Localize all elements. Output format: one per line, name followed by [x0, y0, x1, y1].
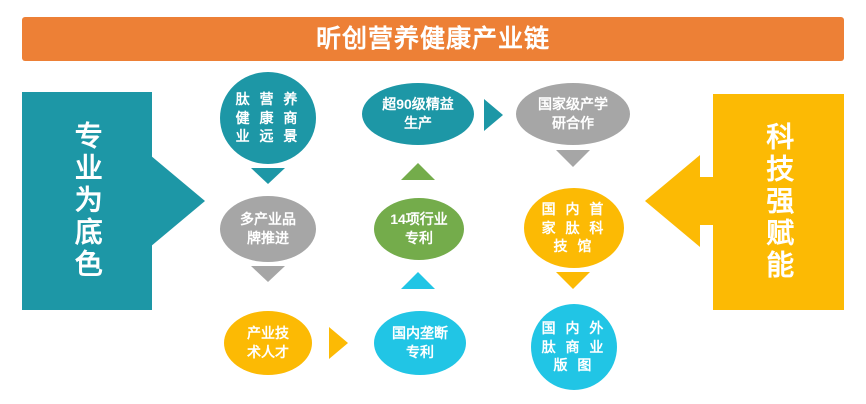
connector-arrow-right-n3-n6	[329, 327, 348, 359]
connector-arrow-up-n5-n4	[401, 163, 435, 180]
left-arrow-head-icon	[150, 155, 205, 247]
node-label: 14项行业 专利	[390, 211, 448, 246]
node-label: 产业技 术人才	[247, 325, 289, 360]
node-label: 国 内 首 家 肽 科 技 馆	[541, 200, 607, 255]
node-label: 国内垄断 专利	[392, 325, 448, 360]
connector-arrow-down-n1-n2	[251, 168, 285, 184]
page-title: 昕创营养健康产业链	[315, 24, 550, 53]
left-pillar-label: 专业为底色	[71, 121, 103, 281]
node-label: 国 内 外 肽 商 业 版 图	[541, 319, 607, 374]
connector-arrow-down-n7-n8	[556, 150, 590, 167]
right-arrow-head-icon	[645, 155, 700, 247]
node-peptide-nutrition-vision[interactable]: 肽 营 养 健 康 商 业 远 景	[220, 72, 316, 164]
page-title-bar: 昕创营养健康产业链	[22, 17, 844, 61]
node-label: 国家级产学 研合作	[538, 96, 608, 131]
left-pillar-body	[22, 92, 152, 310]
node-industry-talent[interactable]: 产业技 术人才	[224, 311, 312, 375]
left-pillar-panel: 专业为底色	[22, 92, 152, 310]
right-pillar-label: 科技强赋能	[763, 122, 795, 282]
right-arrow-stem	[700, 177, 724, 225]
node-lean-production[interactable]: 超90级精益 生产	[362, 83, 474, 145]
node-first-peptide-museum[interactable]: 国 内 首 家 肽 科 技 馆	[524, 188, 624, 268]
left-pillar-label-wrap: 专业为底色	[22, 121, 152, 281]
node-domestic-monopoly-patent[interactable]: 国内垄断 专利	[374, 311, 466, 375]
node-label: 多产业品 牌推进	[240, 211, 296, 246]
node-label: 超90级精益 生产	[382, 96, 454, 131]
connector-arrow-down-n8-n9	[556, 272, 590, 289]
node-global-peptide-map[interactable]: 国 内 外 肽 商 业 版 图	[531, 304, 617, 390]
right-pillar-body	[713, 94, 844, 310]
connector-arrow-down-n2-n3	[251, 266, 285, 282]
right-pillar-label-wrap: 科技强赋能	[713, 122, 844, 282]
node-industry-patents[interactable]: 14项行业 专利	[374, 198, 464, 260]
node-label: 肽 营 养 健 康 商 业 远 景	[235, 90, 301, 145]
node-multi-industry-brand[interactable]: 多产业品 牌推进	[220, 196, 316, 262]
connector-arrow-up-n6-n5	[401, 272, 435, 289]
node-national-industry-research[interactable]: 国家级产学 研合作	[516, 83, 630, 145]
right-pillar-panel: 科技强赋能	[713, 94, 844, 310]
connector-arrow-right-n4-n7	[484, 99, 503, 131]
